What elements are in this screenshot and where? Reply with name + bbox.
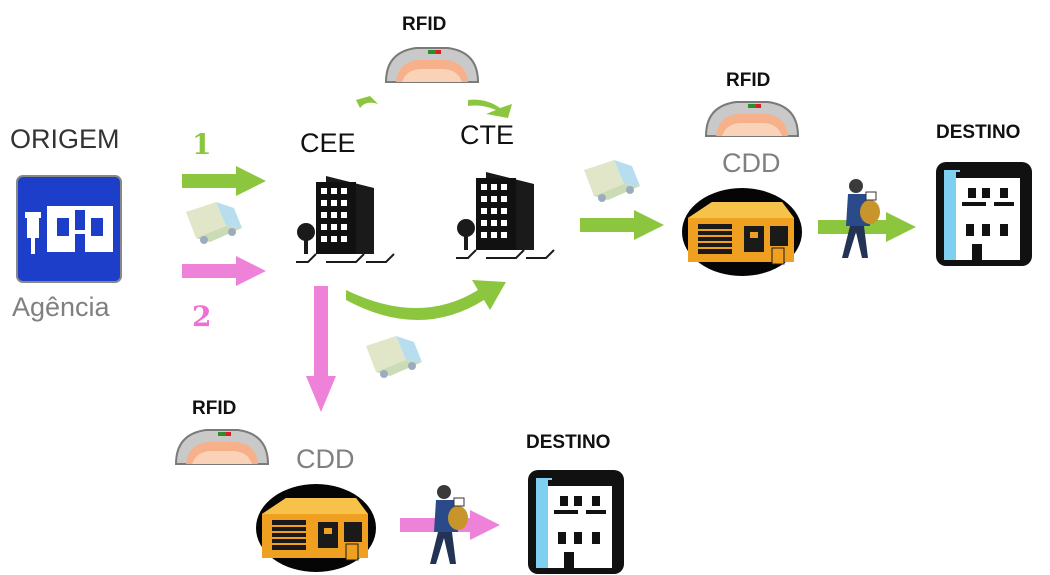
rfid-reader-icon [705,101,799,137]
post-office-sign-icon [16,175,122,283]
destino-bottom-label: DESTINO [526,432,611,453]
rfid-top-label: RFID [402,14,447,35]
rfid-reader-icon [385,47,479,83]
warehouse-icon [681,187,803,277]
rfid-bottom-label: RFID [192,398,237,419]
cee-to-cte-arrow [346,280,506,320]
cee-to-cdd-arrow [306,286,336,412]
route-1-label: 1 [192,128,212,161]
delivery-truck-icon [584,160,640,202]
cee-label: CEE [300,128,356,158]
cee-building-icon [295,175,395,263]
rfid-down-right-arrow [468,99,512,118]
cte-label: CTE [460,120,514,150]
route-2-arrow [182,256,266,286]
origem-label: ORIGEM [10,124,120,154]
warehouse-icon [255,483,377,573]
rfid-down-left-arrow [356,96,378,108]
delivery-truck-icon [186,202,242,244]
route-2-label: 2 [192,300,212,333]
delivery-truck-icon [366,336,422,378]
cte-building-icon [455,171,555,259]
agencia-label: Agência [12,292,110,322]
cdd-bottom-label: CDD [296,444,355,474]
mail-carrier-icon [841,178,881,259]
apartment-building-icon [936,162,1032,266]
apartment-building-icon [528,470,624,574]
rfid-reader-icon [175,429,269,465]
rfid-right-label: RFID [726,70,771,91]
cdd-right-label: CDD [722,148,781,178]
mail-carrier-icon [429,484,469,565]
destino-right-label: DESTINO [936,122,1021,143]
route-1-arrow [182,166,266,196]
cte-to-cdd-arrow [580,210,664,240]
